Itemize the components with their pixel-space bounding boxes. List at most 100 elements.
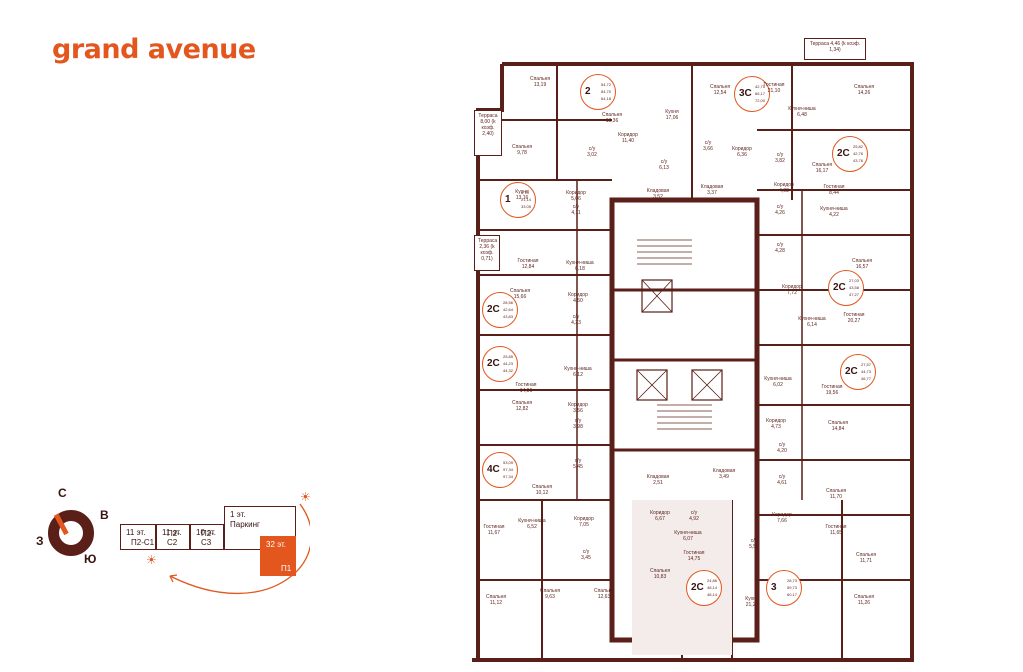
section-p2-c2[interactable]: 11 эт.П2-С2 [156, 524, 190, 550]
room-area: 3,98 [573, 424, 583, 430]
room-area: 4,28 [775, 248, 785, 254]
room-area: 12,54 [713, 90, 727, 96]
room-name: Коридор [568, 402, 588, 408]
room-area: 11,65 [829, 530, 843, 536]
room-name: Спальня [531, 484, 553, 490]
room-area: 4,92 [689, 516, 699, 522]
room-area: 11,67 [487, 530, 501, 536]
room-area: 6,02 [773, 382, 783, 388]
section-p2-c1[interactable]: 11 эт.П2-С1 [120, 524, 156, 550]
room-area: 6,18 [575, 266, 585, 272]
room-name: с/у [778, 474, 786, 480]
room-area: 2,51 [653, 480, 663, 486]
room-area: 14,75 [687, 556, 701, 562]
section-p2-c3[interactable]: 10 эт.П2-С3 [190, 524, 224, 550]
room-area: 4,26 [775, 210, 785, 216]
room-name: Гостиная [843, 312, 865, 318]
room-name: Кладовая [646, 474, 670, 480]
room-name: Спальня [485, 594, 507, 600]
room-area: 16,57 [855, 264, 869, 270]
room-area: 7,72 [787, 290, 797, 296]
sun-path-arc [169, 503, 310, 595]
room-name: Спальня [825, 488, 847, 494]
room-area: 17,06 [665, 115, 679, 121]
room-area: 12,63 [597, 594, 611, 600]
room-area: 12,84 [521, 264, 535, 270]
room-name: с/у [778, 442, 786, 448]
room-area: 11,71 [859, 558, 873, 564]
tower-p1-highlight[interactable]: 32 эт.П1 [260, 536, 296, 576]
room-area: 4,73 [771, 424, 781, 430]
room-area: 9,63 [545, 594, 555, 600]
room-area: 13,16 [515, 195, 529, 201]
room-name: с/у [572, 204, 580, 210]
room-name: Коридор [566, 190, 586, 196]
room-area: 11,40 [621, 138, 635, 144]
room-area: 6,52 [527, 524, 537, 530]
room-area: 6,67 [655, 516, 665, 522]
room-name: Кухня-ниша [798, 316, 826, 322]
room-name: Кухня-ниша [518, 518, 546, 524]
room-area: 6,07 [683, 536, 693, 542]
room-area: 4,61 [777, 480, 787, 486]
compass-east: В [100, 508, 109, 522]
room-name: с/у [582, 549, 590, 555]
room-name: Спальня [853, 84, 875, 90]
room-name: Коридор [650, 510, 670, 516]
room-name: Коридор [772, 512, 792, 518]
room-area: 6,48 [797, 112, 807, 118]
room-area: 10,83 [653, 574, 667, 580]
room-name: Спальня [709, 84, 731, 90]
room-area: 5,06 [571, 196, 581, 202]
room-name: Коридор [774, 182, 794, 188]
room-name: с/у [574, 418, 582, 424]
room-area: 16,17 [815, 168, 829, 174]
room-area: 14,84 [831, 426, 845, 432]
room-name: Коридор [782, 284, 802, 290]
room-area: 19,56 [825, 390, 839, 396]
room-area: 4,22 [829, 212, 839, 218]
room-name: Спальня [649, 568, 671, 574]
room-name: с/у [660, 159, 668, 165]
room-area: 13,36 [605, 118, 619, 124]
room-name: Кухня-ниша [764, 376, 792, 382]
room-area: 15,66 [513, 294, 527, 300]
room-name: с/у [588, 146, 596, 152]
